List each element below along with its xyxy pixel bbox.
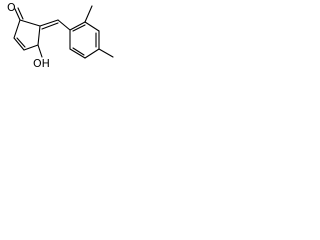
bond-c3-c4: [23, 44, 39, 51]
bond-ar-inner-3: [72, 47, 85, 56]
bond-c5-c1: [19, 19, 41, 27]
bond-ch-aryl: [57, 19, 71, 31]
molecule-drawing: O OH: [7, 1, 114, 70]
structure-diagram: O OH: [0, 0, 119, 75]
bond-ar-inner-1: [72, 24, 86, 32]
bond-methyl-ortho: [84, 5, 93, 23]
bond-c4-c5: [37, 25, 41, 46]
bond-exocyclic: [39, 19, 59, 27]
bond-c2-c3-double: [16, 37, 26, 48]
hydroxyl-label: OH: [33, 57, 50, 70]
bond-methyl-para: [98, 48, 114, 58]
bond-ar2-ar3: [84, 21, 100, 32]
bond-c1-c2: [13, 19, 21, 39]
bond-c2-c3: [13, 37, 25, 51]
bond-carbonyl-2: [17, 7, 24, 20]
bond-exocyclic-double: [41, 22, 59, 30]
ketone-oxygen-label: O: [7, 1, 16, 14]
bond-c4-oh: [37, 44, 43, 58]
bond-ar4-ar5: [84, 48, 100, 59]
bond-carbonyl-1: [14, 8, 21, 21]
bond-ar1-ar2: [69, 21, 86, 31]
bond-ar5-ar6: [69, 48, 86, 59]
